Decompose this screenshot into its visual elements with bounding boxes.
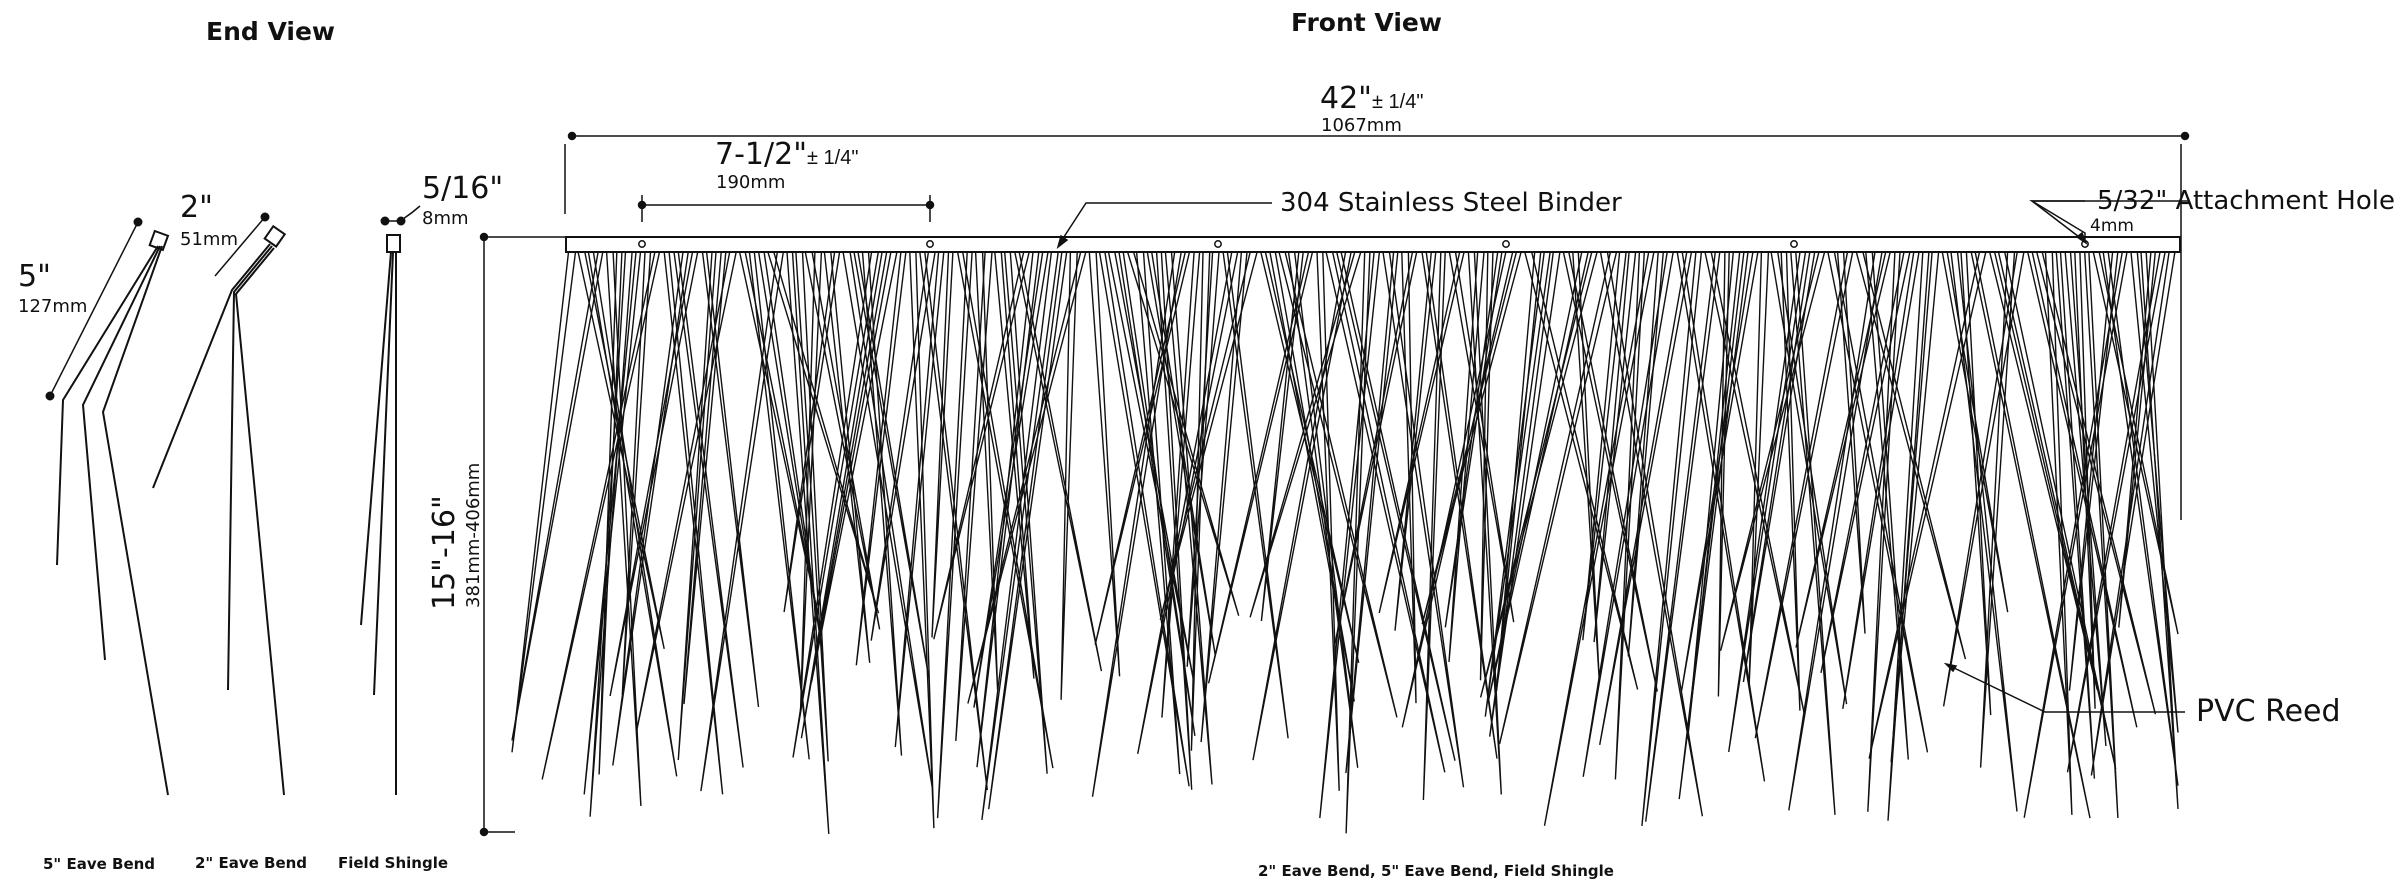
pvc-reed-group	[511, 251, 2179, 835]
end-view-eave-2-figure	[152, 212, 287, 796]
pvc-reed	[894, 251, 945, 748]
field-shingle-dimension: 5/16"	[422, 171, 504, 206]
width-dimension-mm: 1067mm	[1321, 115, 1402, 136]
attachment-hole	[1790, 240, 1798, 248]
pvc-reed	[1003, 251, 1048, 774]
attachment-hole-callout: 5/32" Attachment Hole	[2097, 186, 2395, 216]
eave-2-dimension: 2"	[180, 190, 213, 225]
stainless-steel-binder	[565, 236, 2181, 253]
attachment-hole	[926, 240, 934, 248]
pvc-reed	[1484, 251, 1551, 717]
pvc-reed	[1988, 251, 2098, 691]
end-view-eave-5-figure	[45, 217, 170, 796]
front-view-heading: Front View	[1291, 8, 1442, 37]
pvc-reed	[1942, 251, 2025, 707]
pvc-reed	[2130, 251, 2179, 733]
attachment-hole	[638, 240, 646, 248]
spacing-dimension-mm: 190mm	[716, 172, 786, 193]
front-view-dimensions	[479, 131, 2190, 837]
pvc-reed-callout: PVC Reed	[2196, 694, 2341, 729]
field-shingle-caption: Field Shingle	[338, 854, 449, 872]
eave-2-dimension-mm: 51mm	[180, 229, 238, 250]
pvc-reed	[583, 251, 642, 795]
pvc-reed	[1979, 251, 2016, 768]
callout-leaders	[1056, 200, 2190, 713]
field-shingle-dimension-mm: 8mm	[422, 208, 469, 229]
pvc-reed	[1678, 251, 1749, 800]
width-dimension: 42"± 1/4"	[1320, 84, 1423, 114]
height-dimension-mm: 381mm-406mm	[463, 462, 484, 608]
binder-callout: 304 Stainless Steel Binder	[1280, 188, 1622, 218]
eave-5-dimension: 5"	[18, 259, 51, 294]
height-dimension: 15"-16"	[427, 495, 462, 610]
spacing-dimension: 7-1/2"± 1/4"	[715, 140, 858, 170]
eave-2-caption: 2" Eave Bend	[195, 854, 308, 872]
pvc-reed	[936, 251, 973, 819]
attachment-hole	[1502, 240, 1510, 248]
spacing-tolerance: ± 1/4"	[807, 147, 859, 169]
attachment-hole-callout-mm: 4mm	[2090, 216, 2134, 236]
pvc-reed	[700, 251, 785, 792]
width-tolerance: ± 1/4"	[1371, 91, 1424, 113]
pvc-reed	[612, 251, 690, 766]
pvc-reed	[1137, 251, 1239, 755]
pvc-reed	[955, 251, 993, 741]
eave-5-caption: 5" Eave Bend	[43, 855, 156, 873]
spacing-value: 7-1/2"	[715, 137, 807, 172]
pvc-reed	[511, 251, 577, 753]
front-view-caption: 2" Eave Bend, 5" Eave Bend, Field Shingl…	[1258, 862, 1614, 880]
pvc-reed	[673, 251, 744, 768]
pvc-reed	[1091, 251, 1183, 797]
attachment-hole-group	[638, 240, 2089, 248]
pvc-reed	[511, 251, 604, 741]
pvc-reed	[1489, 251, 1561, 737]
width-value: 42"	[1320, 81, 1372, 116]
attachment-hole	[1214, 240, 1222, 248]
end-view-field-shingle-figure	[360, 205, 421, 795]
end-view-heading: End View	[206, 17, 336, 46]
eave-5-dimension-mm: 127mm	[18, 296, 88, 317]
